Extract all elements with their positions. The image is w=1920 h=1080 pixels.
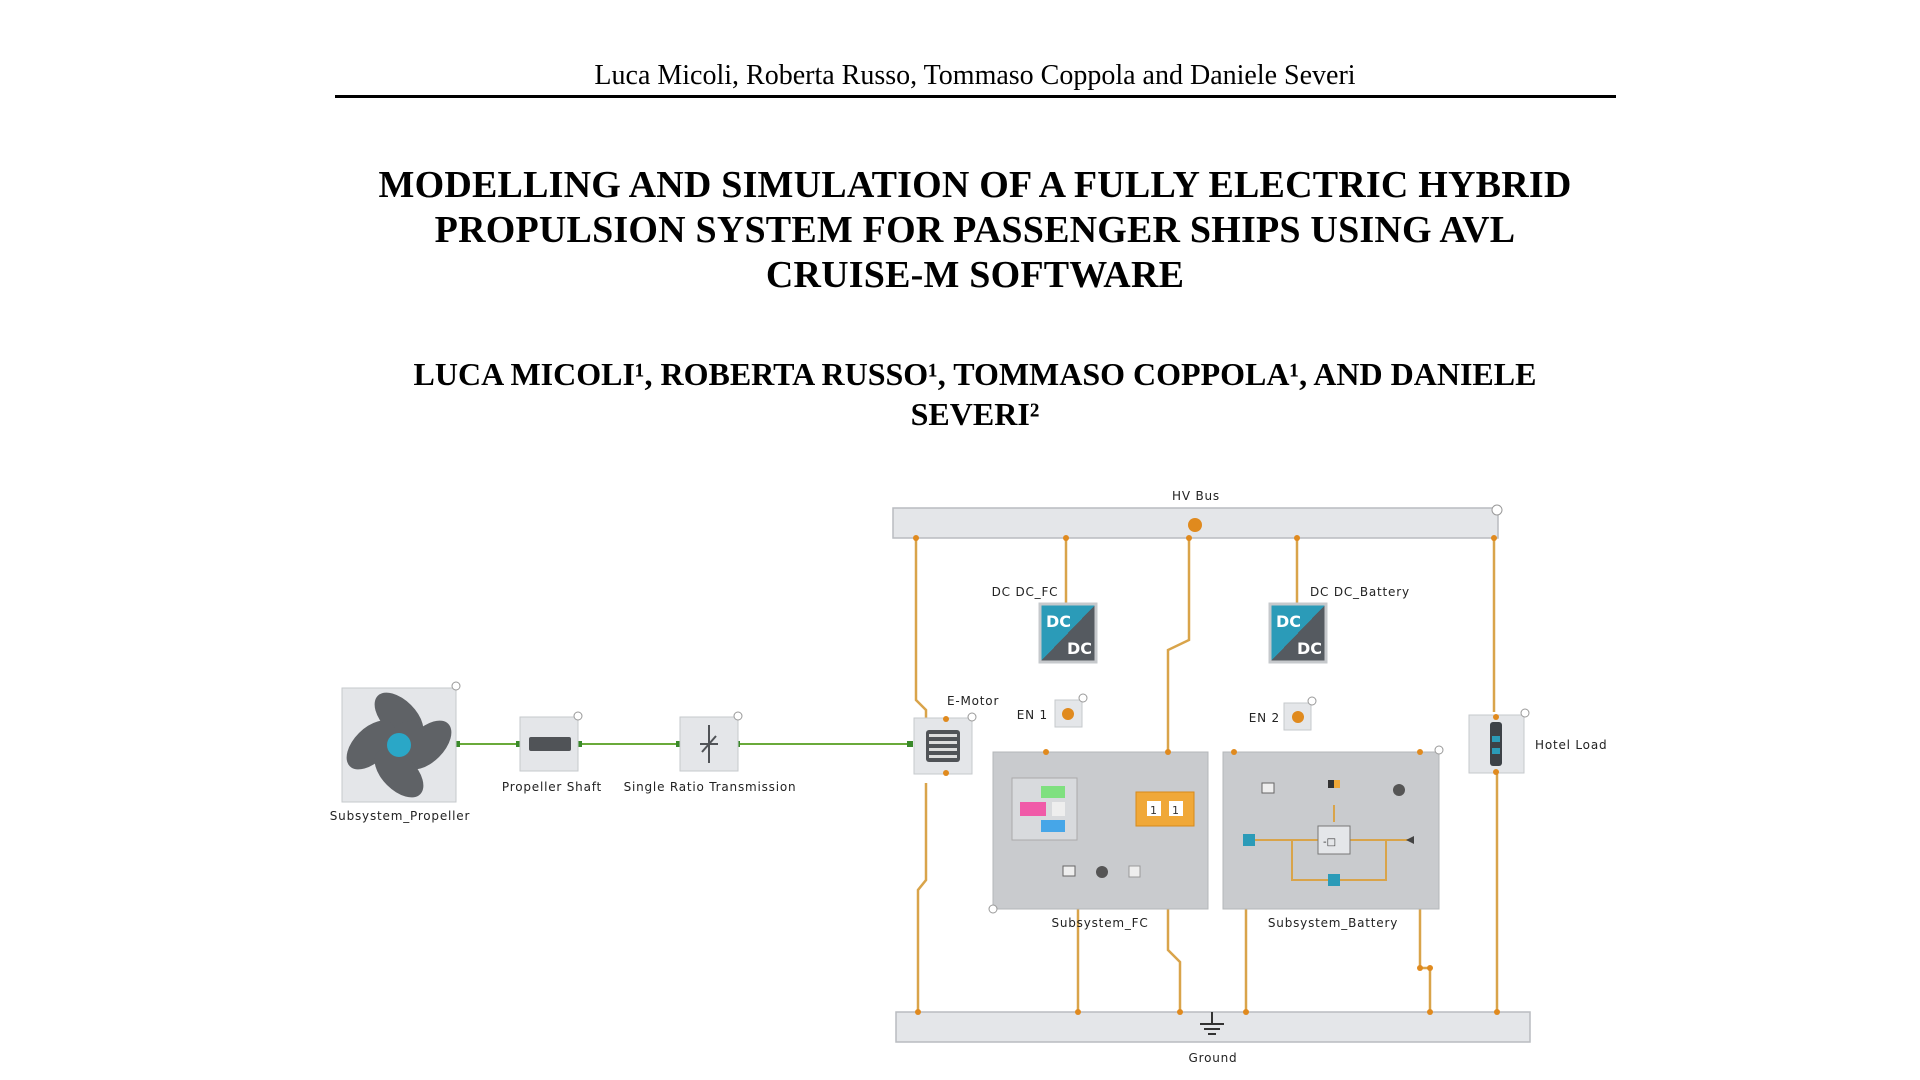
battery-gauge-icon xyxy=(1393,784,1405,796)
propeller-icon xyxy=(346,692,452,798)
title-line-3: CRUISE-M SOFTWARE xyxy=(765,254,1185,296)
hv-bus-node xyxy=(1188,518,1202,532)
ground-bus[interactable] xyxy=(895,1011,1531,1043)
subsystem-fc-label: Subsystem_FC xyxy=(1051,916,1148,930)
shaft-icon xyxy=(529,737,571,751)
hotel-load-label: Hotel Load xyxy=(1535,738,1607,752)
subsystem-battery-label: Subsystem_Battery xyxy=(1268,916,1398,930)
battery-cell-icon: -□ xyxy=(1317,825,1351,855)
ground-label: Ground xyxy=(1189,1051,1238,1065)
fc-converter-icon: 1 1 xyxy=(1135,791,1195,827)
fuel-cell-stack-icon xyxy=(1011,777,1078,841)
en1-node[interactable] xyxy=(1054,693,1088,728)
load-icon xyxy=(1490,722,1502,766)
hv-bus-label: HV Bus xyxy=(1172,489,1220,503)
authors-line-1: LUCA MICOLI¹, ROBERTA RUSSO¹, TOMMASO CO… xyxy=(413,356,1537,392)
en2-label: EN 2 xyxy=(1249,711,1280,725)
running-head: Luca Micoli, Roberta Russo, Tommaso Copp… xyxy=(594,60,1356,91)
header-rule xyxy=(335,95,1616,98)
battery-monitor-icon xyxy=(1261,782,1275,794)
dcdc-battery-dc-top: DC xyxy=(1276,612,1301,631)
single-ratio-transmission-block[interactable] xyxy=(679,711,743,772)
title-line-2: PROPULSION SYSTEM FOR PASSENGER SHIPS US… xyxy=(434,209,1516,251)
single-ratio-transmission-label: Single Ratio Transmission xyxy=(624,780,797,794)
battery-sensor-icon-bottom xyxy=(1328,874,1340,886)
hotel-load-block[interactable] xyxy=(1468,708,1530,775)
propeller-shaft-label: Propeller Shaft xyxy=(502,780,602,794)
dcdc-fc-block[interactable]: DC DC xyxy=(1038,602,1098,664)
fc-control-icons xyxy=(1062,865,1141,878)
subsystem-fc-block[interactable]: 1 1 xyxy=(988,749,1209,914)
e-motor-block[interactable] xyxy=(913,712,977,776)
svg-text:1: 1 xyxy=(1150,804,1157,817)
dcdc-battery-dc-bottom: DC xyxy=(1297,639,1322,658)
battery-sensor-icon-left xyxy=(1243,834,1255,846)
svg-text:-□: -□ xyxy=(1323,837,1336,848)
ground-icon xyxy=(1200,1012,1224,1035)
dcdc-battery-label: DC DC_Battery xyxy=(1310,585,1410,599)
motor-icon xyxy=(926,730,960,762)
dcdc-battery-block[interactable]: DC DC xyxy=(1268,602,1328,664)
title-line-1: MODELLING AND SIMULATION OF A FULLY ELEC… xyxy=(378,164,1572,206)
e-motor-label: E-Motor xyxy=(947,694,999,708)
subsystem-battery-block[interactable]: -□ xyxy=(1222,745,1444,910)
paper-authors: LUCA MICOLI¹, ROBERTA RUSSO¹, TOMMASO CO… xyxy=(335,354,1615,434)
dcdc-fc-dc-top: DC xyxy=(1046,612,1071,631)
dcdc-fc-dc-bottom: DC xyxy=(1067,639,1092,658)
hv-bus[interactable] xyxy=(892,504,1503,539)
battery-pack-icon xyxy=(1328,780,1340,788)
dcdc-fc-label: DC DC_FC xyxy=(992,585,1059,599)
svg-text:1: 1 xyxy=(1172,804,1179,817)
paper-title: MODELLING AND SIMULATION OF A FULLY ELEC… xyxy=(335,163,1615,298)
gear-transmission-icon xyxy=(700,725,718,763)
en2-node[interactable] xyxy=(1283,696,1317,731)
subsystem-propeller-label: Subsystem_Propeller xyxy=(330,809,470,823)
subsystem-propeller-block[interactable] xyxy=(338,681,461,806)
en1-label: EN 1 xyxy=(1017,708,1048,722)
authors-line-2: SEVERI² xyxy=(910,396,1040,432)
propeller-shaft-block[interactable] xyxy=(519,711,583,772)
battery-output-icon xyxy=(1406,836,1414,844)
